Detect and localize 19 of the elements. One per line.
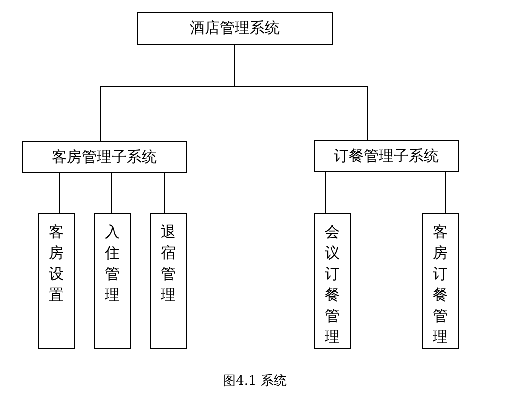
module-box xyxy=(150,213,187,349)
connector-line xyxy=(164,172,166,214)
node-label: 会议订餐管理 xyxy=(325,222,340,348)
node-label: 入住管理 xyxy=(105,222,120,306)
subsystem-box xyxy=(22,141,187,173)
module-box xyxy=(94,213,131,349)
subsystem-box xyxy=(314,140,459,172)
node-label: 酒店管理系统 xyxy=(190,19,280,38)
node-label: 退宿管理 xyxy=(161,222,176,306)
system-box xyxy=(137,12,333,45)
node-label: 客房设置 xyxy=(49,222,64,306)
node-label: 订餐管理子系统 xyxy=(334,146,439,166)
module-box xyxy=(422,213,459,349)
node-label: 客房订餐管理 xyxy=(433,222,448,348)
node-label: 客房管理子系统 xyxy=(52,148,157,166)
module-box xyxy=(314,213,351,349)
figure-caption: 图4.1 系统 xyxy=(222,373,288,390)
module-box xyxy=(38,213,75,349)
connector-line xyxy=(234,44,368,140)
